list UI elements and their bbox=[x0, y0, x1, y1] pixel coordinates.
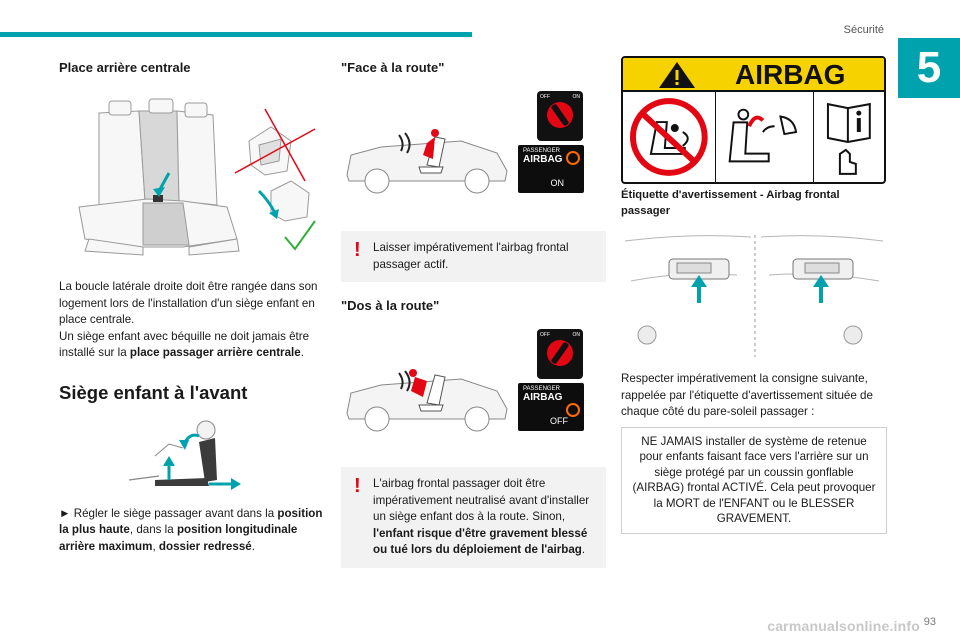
warning-exclamation-icon: ! bbox=[354, 239, 361, 261]
switch-on-label: ON bbox=[572, 94, 581, 100]
airbag-label-caption: Étiquette d'avertissement - Airbag front… bbox=[621, 189, 840, 217]
airbag-label-word: AIRBAG bbox=[735, 59, 846, 90]
indicator-passenger-label: PASSENGER bbox=[523, 386, 560, 392]
heading-rear-facing: "Dos à la route" bbox=[341, 298, 440, 313]
front-seat-adjust-illustration bbox=[128, 420, 241, 490]
section-name: Sécurité bbox=[843, 24, 884, 36]
column-left: Place arrière centrale bbox=[59, 56, 324, 555]
rear-center-para-2: Un siège enfant avec béquille ne doit ja… bbox=[59, 329, 310, 360]
indicator-airbag-label: AIRBAG bbox=[523, 392, 563, 403]
sun-visor-illustration bbox=[624, 235, 884, 357]
passenger-airbag-off-indicator: PASSENGER AIRBAG OFF bbox=[518, 383, 584, 431]
warning-exclamation-icon: ! bbox=[354, 475, 361, 497]
column-right: AIRBAG bbox=[621, 56, 887, 534]
airbag-deploy-icon bbox=[714, 92, 815, 182]
warning-rear-text: L'airbag frontal passager doit être impé… bbox=[373, 477, 590, 556]
section-front-child-seat: Siège enfant à l'avant bbox=[59, 381, 248, 403]
warning-forward-text: Laisser impérativement l'airbag frontal … bbox=[373, 241, 569, 271]
passenger-airbag-on-indicator: PASSENGER AIRBAG ON bbox=[518, 145, 584, 193]
heading-forward-facing: "Face à la route" bbox=[341, 60, 445, 75]
watermark: carmanualsonline.info bbox=[767, 618, 920, 634]
car-rear-facing-illustration bbox=[346, 369, 508, 432]
visor-instruction: Respecter impérativement la consigne sui… bbox=[621, 372, 873, 418]
page-number: 93 bbox=[923, 616, 936, 628]
warning-rear-facing: ! L'airbag frontal passager doit être im… bbox=[341, 467, 606, 568]
airbag-off-icon bbox=[566, 151, 580, 165]
warning-triangle-icon bbox=[659, 62, 695, 88]
read-manual-icon bbox=[827, 102, 872, 175]
indicator-on-label: ON bbox=[550, 178, 565, 188]
visor-warning-notice: NE JAMAIS installer de système de retenu… bbox=[621, 426, 887, 534]
front-seat-instruction: ► Régler le siège passager avant dans la… bbox=[59, 506, 323, 553]
rear-seat-illustration bbox=[78, 98, 316, 256]
indicator-passenger-label: PASSENGER bbox=[523, 148, 560, 154]
rear-center-para-1: La boucle latérale droite doit être rang… bbox=[59, 280, 318, 326]
switch-off-label: OFF bbox=[540, 94, 550, 100]
switch-on-label: ON bbox=[572, 332, 581, 338]
airbag-off-icon bbox=[566, 403, 580, 417]
column-middle: "Face à la route" OFF ON PASSENGER AIRBA… bbox=[341, 56, 606, 568]
passenger-airbag-switch-on: OFF ON bbox=[537, 91, 583, 141]
chapter-number: 5 bbox=[898, 38, 960, 98]
airbag-warning-label: AIRBAG bbox=[621, 56, 886, 184]
forward-facing-figure: OFF ON PASSENGER AIRBAG ON bbox=[341, 83, 606, 195]
heading-rear-center: Place arrière centrale bbox=[59, 60, 191, 75]
warning-forward-facing: ! Laisser impérativement l'airbag fronta… bbox=[341, 231, 606, 282]
header-accent-bar bbox=[0, 32, 472, 37]
passenger-airbag-switch-off: OFF ON bbox=[537, 329, 583, 379]
airbag-label-banner: AIRBAG bbox=[623, 58, 884, 92]
switch-off-label: OFF bbox=[540, 332, 550, 338]
indicator-airbag-label: AIRBAG bbox=[523, 154, 563, 165]
no-rear-facing-seat-icon bbox=[629, 98, 708, 176]
car-forward-illustration bbox=[346, 129, 508, 194]
indicator-off-label: OFF bbox=[550, 416, 568, 426]
rear-facing-figure: OFF ON PASSENGER AIRBAG OFF bbox=[341, 321, 606, 433]
